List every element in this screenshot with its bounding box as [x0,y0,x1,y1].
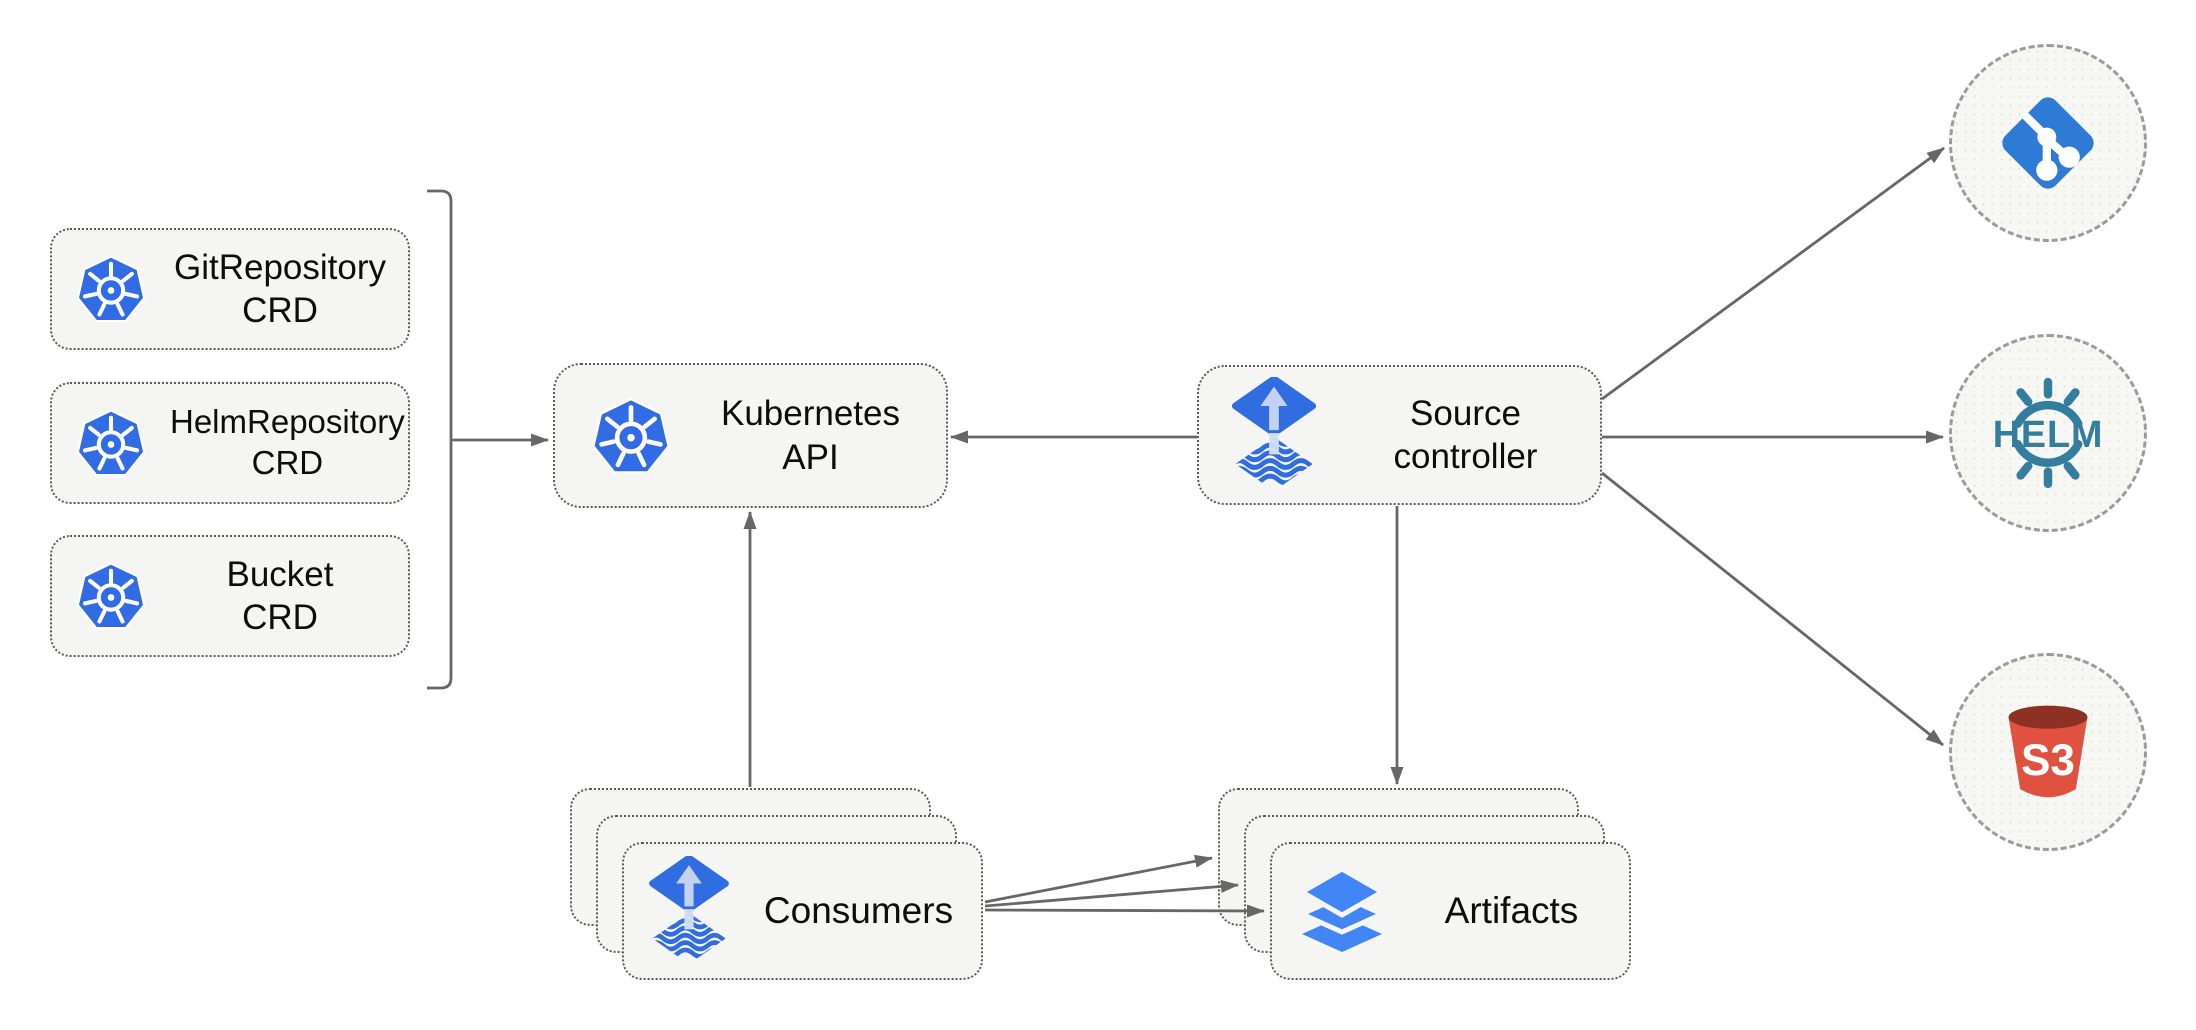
crd-label: Bucket CRD [170,553,408,640]
consumers-box: Consumers [622,842,983,980]
crd-label-line1: GitRepository [173,247,387,287]
consumers-label: Consumers [763,890,954,932]
kubernetes-api-box: Kubernetes API [553,363,948,508]
layers-icon [1272,865,1412,957]
crd-group-bracket [427,189,453,690]
source-controller-label: Source controller [1393,393,1538,476]
git-source-circle [1949,44,2147,242]
crd-box-helmrepository: HelmRepository CRD [50,382,410,504]
crd-box-gitrepository: GitRepository CRD [50,228,410,350]
s3-source-circle: S3 [1949,653,2147,851]
helm-wordmark: HELM [1993,413,2104,455]
crd-label-line1: HelmRepository [170,403,405,441]
edge-source-to-git [1601,146,1945,401]
crd-label-line2: CRD [242,291,318,330]
kubernetes-icon [555,394,693,478]
flux-icon [624,856,754,966]
artifacts-box: Artifacts [1270,842,1631,980]
kubernetes-icon [52,252,170,326]
edge-consumers-to-artifacts-1 [984,854,1213,904]
git-icon [1989,84,2107,202]
crd-label-line2: CRD [242,598,318,637]
s3-wordmark: S3 [2021,736,2075,785]
crd-box-bucket: Bucket CRD [50,535,410,657]
helm-source-circle: HELM [1949,334,2147,532]
kubernetes-icon [52,559,170,633]
s3-bucket-icon: S3 [1990,694,2106,810]
crd-label-line1: Bucket [226,554,334,594]
crd-label: HelmRepository CRD [170,402,423,484]
kubernetes-icon [52,406,170,480]
kubernetes-api-label: Kubernetes API [720,394,901,477]
crd-label: GitRepository CRD [170,246,408,333]
flux-icon [1199,377,1349,493]
source-controller-box: Source controller [1197,365,1602,505]
helm-icon: HELM [1982,367,2114,499]
edge-source-to-s3 [1601,471,1944,747]
edge-consumers-to-artifacts-2 [984,879,1239,908]
crd-label-line2: CRD [251,444,324,481]
artifacts-label: Artifacts [1444,890,1579,932]
